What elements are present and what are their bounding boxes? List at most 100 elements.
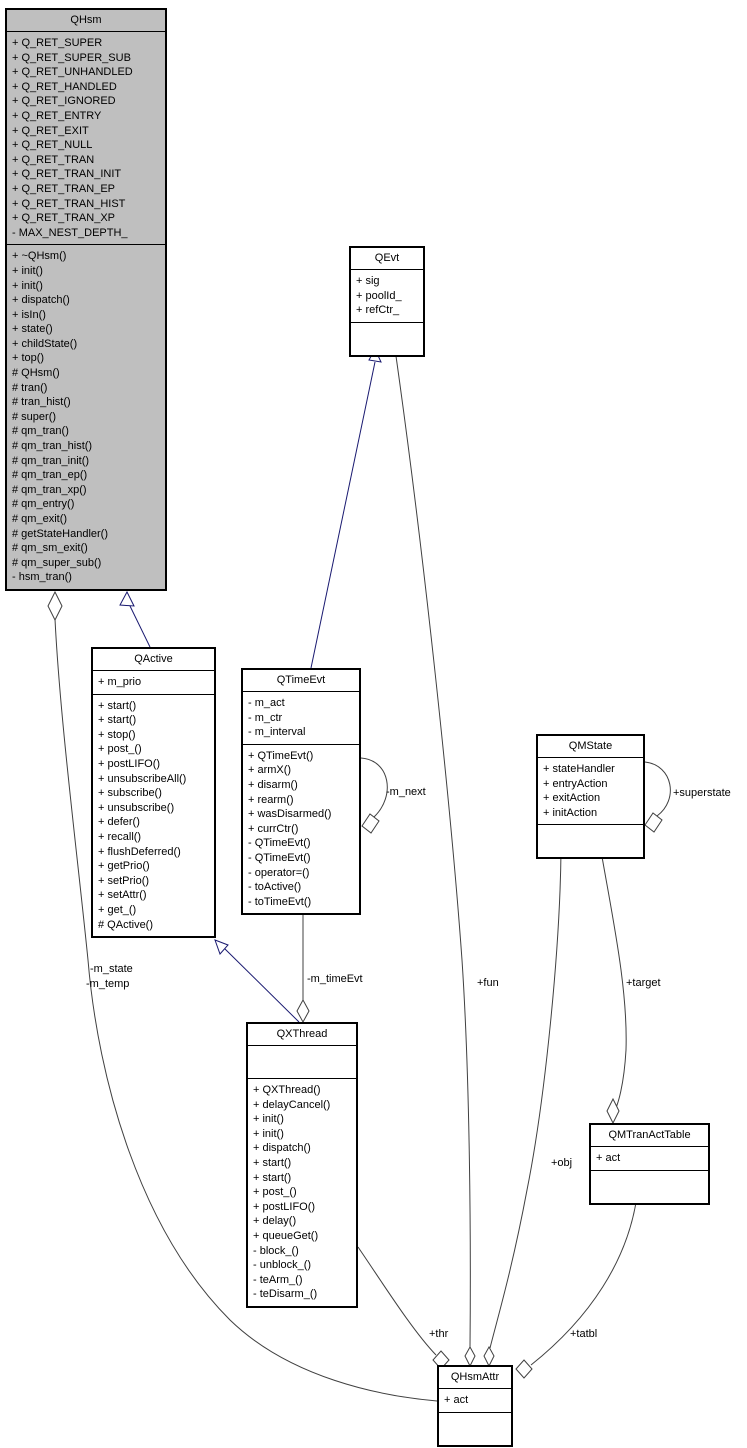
member-row: + delay() [253,1215,297,1228]
edge-inheritance-qxthread-qactive [223,947,300,1023]
methods-qactive: + start()+ start()+ stop()+ post_()+ pos… [93,695,214,937]
member-row: # qm_tran() [12,425,69,438]
attributes-qmtranacttable: + act [591,1147,708,1171]
member-row: + entryAction [543,777,608,790]
member-row: + m_prio [98,676,142,688]
edge-label-m-temp: -m_temp [86,978,129,990]
member-row: + refCtr_ [356,304,400,317]
class-box-qmtranacttable[interactable]: QMTranActTable + act [589,1123,710,1205]
member-row: + isIn() [12,308,46,321]
member-row: + stateHandler [543,763,615,775]
class-box-qhsmattr[interactable]: QHsmAttr + act [437,1365,513,1447]
edge-label-m-state: -m_state [90,963,133,975]
member-row: + dispatch() [12,294,70,307]
class-title-qactive: QActive [93,649,214,671]
member-row: # QActive() [98,918,154,931]
class-title-qevt: QEvt [351,248,423,270]
aggregation-diamond-superstate [644,812,663,833]
aggregation-diamond-m-next [361,813,380,834]
member-row: - unblock_() [253,1259,312,1272]
member-row: # tran() [12,381,48,394]
methods-qhsmattr [439,1413,511,1445]
edge-usage-qmstate-qmtranacttable [600,850,627,1113]
member-row: + postLIFO() [253,1200,316,1213]
edge-usage-qevt-qhsmattr [394,348,471,1349]
member-row: - teArm_() [253,1273,303,1286]
member-row: + initAction [543,806,598,819]
class-title-qhsmattr: QHsmAttr [439,1367,511,1389]
member-row: + Q_RET_HANDLED [12,80,117,93]
methods-qxthread: + QXThread()+ delayCancel()+ init()+ ini… [248,1079,356,1306]
member-row: + currCtr() [248,822,299,835]
class-box-qhsm[interactable]: QHsm + Q_RET_SUPER+ Q_RET_SUPER_SUB+ Q_R… [5,8,167,591]
member-row: + recall() [98,830,142,843]
class-box-qmstate[interactable]: QMState + stateHandler+ entryAction+ exi… [536,734,645,860]
class-title-qtimeevt: QTimeEvt [243,670,359,692]
member-row: + act [596,1152,621,1164]
member-row: + Q_RET_SUPER_SUB [12,51,131,64]
edge-label-fun: +fun [477,977,499,989]
edge-label-m-next: -m_next [386,786,426,798]
member-row: + sig [356,275,380,287]
member-row: + Q_RET_UNHANDLED [12,66,133,79]
member-row: # tran_hist() [12,396,71,409]
methods-qtimeevt: + QTimeEvt()+ armX()+ disarm()+ rearm()+… [243,745,359,914]
member-row: - m_act [248,697,285,709]
class-box-qactive[interactable]: QActive + m_prio + start()+ start()+ sto… [91,647,216,939]
class-box-qevt[interactable]: QEvt + sig + poolId_ + refCtr_ [349,246,425,357]
edge-usage-qmtranacttable-qhsmattr [530,1195,638,1366]
member-row: + wasDisarmed() [248,808,332,821]
edge-label-obj: +obj [551,1157,572,1169]
member-row: # qm_tran_ep() [12,469,88,482]
inheritance-arrow-qactive [214,939,229,955]
member-row: + getPrio() [98,860,150,873]
member-row: + Q_RET_ENTRY [12,109,102,122]
member-row: - hsm_tran() [12,571,72,584]
edge-usage-qhsm-qhsmattr [54,618,438,1402]
member-row: - toTimeEvt() [248,895,312,908]
inheritance-arrow-qhsm [119,590,135,607]
member-row: + Q_RET_TRAN_EP [12,182,116,195]
member-row: # qm_super_sub() [12,556,102,569]
class-box-qxthread[interactable]: QXThread + QXThread()+ delayCancel()+ in… [246,1022,358,1308]
member-row: - toActive() [248,881,302,894]
member-row: + QTimeEvt() [248,749,314,762]
member-row: + Q_RET_TRAN_INIT [12,168,122,181]
edge-self-qtimeevt-m-next [360,757,388,818]
member-row: + subscribe() [98,787,162,800]
member-row: + queueGet() [253,1229,319,1242]
member-row: + state() [12,323,53,336]
class-title-qmtranacttable: QMTranActTable [591,1125,708,1147]
member-row: # QHsm() [12,367,60,380]
member-row: # qm_exit() [12,513,68,525]
member-row: + init() [253,1113,284,1126]
member-row: - block_() [253,1244,299,1257]
member-row: - teDisarm_() [253,1288,318,1301]
member-row: + defer() [98,816,140,829]
member-row: - QTimeEvt() [248,837,311,850]
edge-self-qmstate-superstate [644,761,671,817]
class-box-qtimeevt[interactable]: QTimeEvt - m_act- m_ctr- m_interval + QT… [241,668,361,916]
member-row: + Q_RET_TRAN_XP [12,212,116,225]
member-row: + Q_RET_TRAN_HIST [12,197,126,210]
member-row: + poolId_ [356,289,402,302]
member-row: # qm_tran_init() [12,454,90,467]
member-row: # getStateHandler() [12,527,108,540]
member-row: + init() [12,279,43,292]
member-row: # qm_tran_xp() [12,483,87,496]
edge-usage-qxthread-qhsmattr [357,1246,437,1356]
class-title-qmstate: QMState [538,736,643,758]
aggregation-diamond-obj [483,1345,495,1368]
member-row: + armX() [248,764,292,777]
member-row: + postLIFO() [98,757,161,770]
member-row: + stop() [98,728,136,741]
aggregation-diamond-target [606,1097,620,1125]
aggregation-diamond-qhsm [47,590,63,622]
member-row: + Q_RET_IGNORED [12,95,116,108]
class-title-qxthread: QXThread [248,1024,356,1046]
member-row: + start() [253,1171,292,1184]
member-row: + delayCancel() [253,1098,331,1111]
member-row: # qm_tran_hist() [12,440,93,453]
member-row: + post_() [98,743,142,756]
edge-label-m-timeevt: -m_timeEvt [307,973,363,985]
